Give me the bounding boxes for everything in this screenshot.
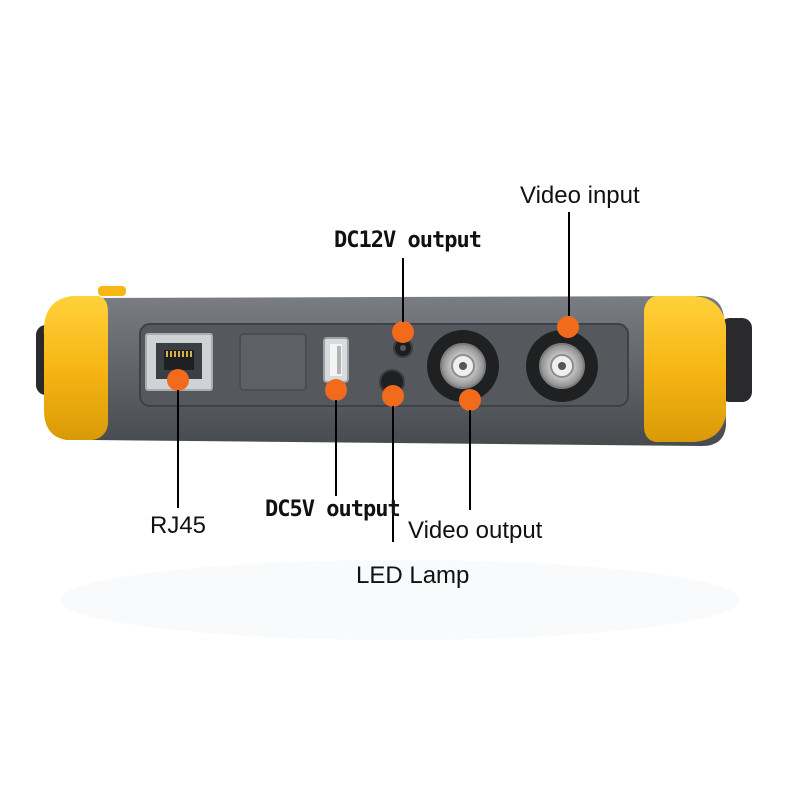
dc5v-leader-line [335,400,337,496]
video-input-marker [557,316,579,338]
video-input-leader-line [568,212,570,316]
video-output-label: Video output [408,517,543,544]
rj45-leader-line [177,390,179,508]
dc5v-output-label: DC5V output [265,497,401,522]
dc12v-marker [392,321,414,343]
video-output-leader-line [469,410,471,510]
rj45-marker [167,369,189,391]
right-bumper-edge [720,318,752,402]
led-leader-line [392,406,394,542]
video-output-marker [459,389,481,411]
dc12v-leader-line [402,258,404,322]
top-latch [98,286,126,296]
dc12v-output-label: DC12V output [334,228,482,253]
right-yellow-cap [644,296,726,442]
blank-plate [239,333,307,391]
dc5v-marker [325,379,347,401]
led-lamp-label: LED Lamp [356,562,470,589]
video-input-label: Video input [520,182,640,209]
left-yellow-cap [43,296,108,440]
led-marker [382,385,404,407]
table-reflection [60,560,740,640]
rj45-label: RJ45 [150,512,207,539]
